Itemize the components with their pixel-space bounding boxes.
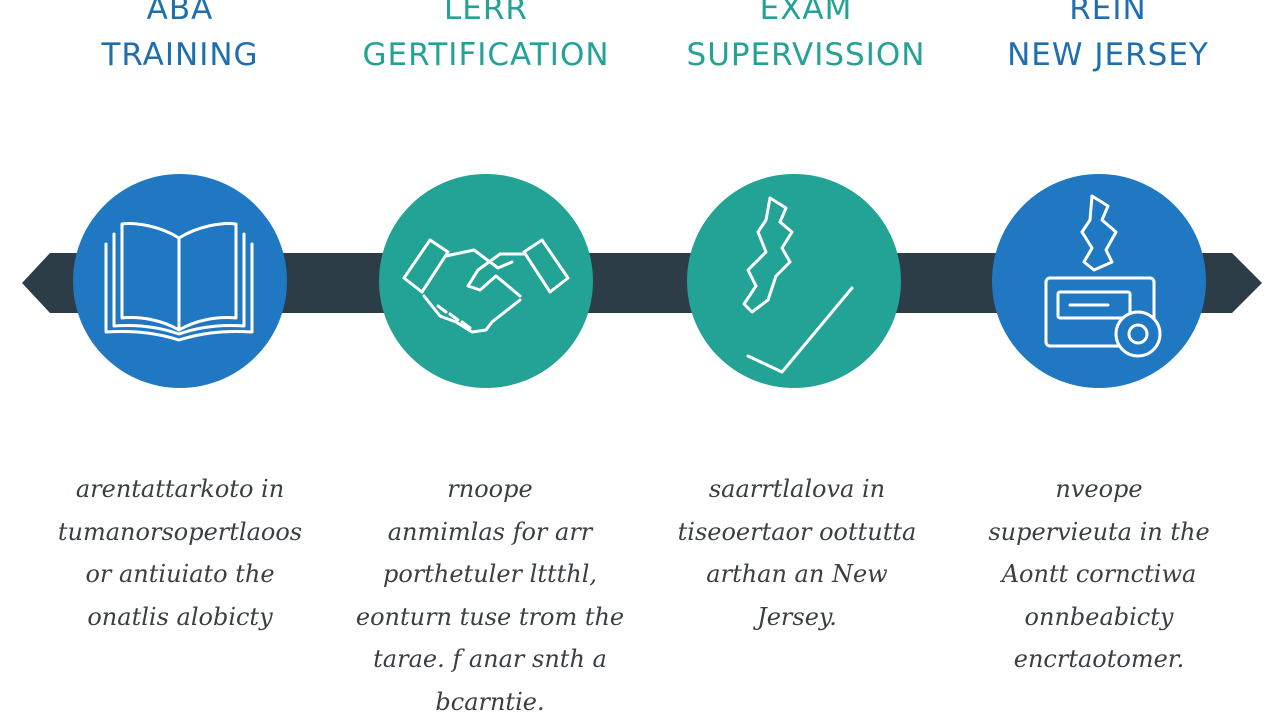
- step-1-description-line: arentattarkoto in: [75, 475, 285, 503]
- step-4-title-line-2: NEW JERSEY: [1007, 37, 1209, 73]
- step-2-description: rnoope anmimlas for arr porthetuler lttt…: [340, 468, 640, 720]
- step-1-description-line: tumanorsopertlaoos: [57, 517, 303, 546]
- step-4-description-line: onnbeabicty: [1024, 602, 1174, 631]
- step-3-description-line: saarrtlalova in: [708, 475, 886, 503]
- step-2-circle: [379, 174, 593, 388]
- step-3-circle: [687, 174, 901, 388]
- step-1-description-line: onatlis alobicty: [87, 602, 273, 631]
- step-4-title: REIN NEW JERSEY: [958, 0, 1258, 78]
- step-3-description: saarrtlalova in tiseoertaor oottutta art…: [647, 468, 947, 638]
- step-3-description-line: arthan an New: [706, 560, 888, 588]
- step-4-description-line: supervieuta in the: [988, 517, 1210, 546]
- step-3-description-line: Jersey.: [757, 602, 837, 631]
- step-2-description-line: rnoope: [447, 475, 533, 503]
- step-3-description-line: tiseoertaor oottutta: [677, 517, 917, 546]
- new-jersey-check-icon: [742, 196, 854, 374]
- step-2-title: LERR GERTIFICATION: [336, 0, 636, 78]
- step-2-description-line: bcarntie.: [435, 687, 545, 716]
- timeline-bar: [22, 253, 1262, 313]
- step-2-description-line: tarae. f anar snth a: [373, 645, 607, 673]
- step-1-description: arentattarkoto in tumanorsopertlaoos or …: [30, 468, 330, 638]
- step-3-title-line-1: EXAM: [759, 0, 853, 27]
- step-2-title-line-2: GERTIFICATION: [362, 37, 610, 73]
- step-4-description-line: nveope: [1055, 475, 1143, 503]
- step-4-circle: [992, 174, 1206, 388]
- step-1-title: ABA TRAINING: [30, 0, 330, 78]
- step-2-title-line-1: LERR: [444, 0, 528, 27]
- step-4-title-line-1: REIN: [1069, 0, 1147, 27]
- license-card-icon: [1044, 194, 1162, 358]
- handshake-icon: [402, 238, 570, 334]
- step-1-description-line: or antiuiato the: [85, 560, 275, 588]
- step-1-title-line-1: ABA: [146, 0, 214, 27]
- step-2-description-line: porthetuler lttthl,: [382, 560, 598, 588]
- step-4-description: nveope supervieuta in the Aontt cornctiw…: [949, 468, 1249, 681]
- step-3-title-line-2: SUPERVISSION: [686, 37, 926, 73]
- step-2-description-line: eonturn tuse trom the: [355, 602, 625, 631]
- step-4-description-line: encrtaotomer.: [1013, 645, 1185, 673]
- step-1-title-line-2: TRAINING: [101, 37, 259, 73]
- step-3-title: EXAM SUPERVISSION: [656, 0, 956, 78]
- step-2-description-line: anmimlas for arr: [387, 517, 593, 546]
- open-book-icon: [104, 222, 254, 342]
- step-4-description-line: Aontt cornctiwa: [1001, 560, 1197, 588]
